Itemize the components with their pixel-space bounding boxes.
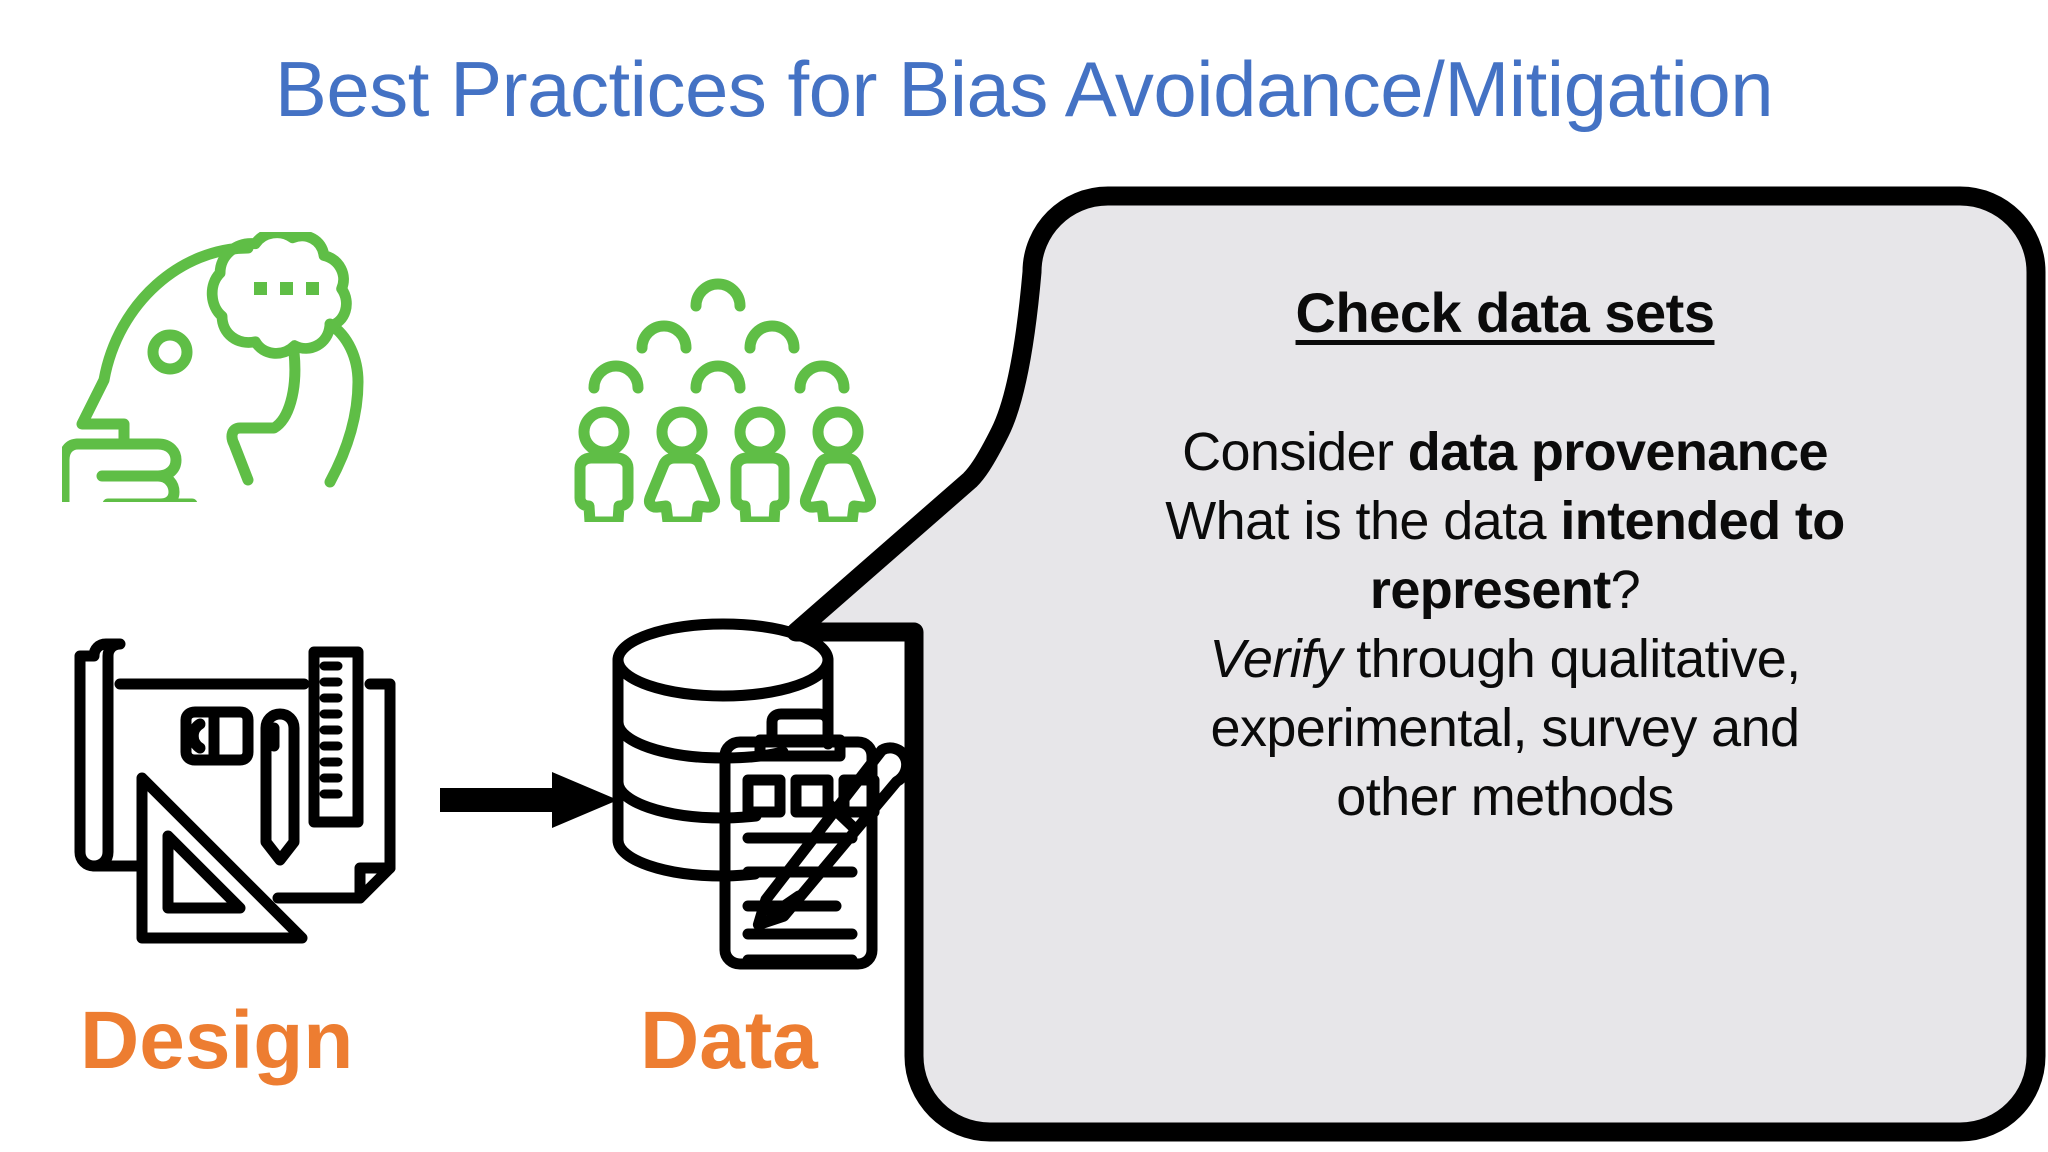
callout-line: Verify through qualitative, xyxy=(985,625,2025,694)
callout-line: What is the data intended to xyxy=(985,487,2025,556)
callout-text-run: Verify xyxy=(1209,628,1342,689)
callout-text-run: data provenance xyxy=(1407,421,1829,482)
callout-heading: Check data sets xyxy=(1295,281,1715,344)
stage-label-data: Data xyxy=(640,995,818,1086)
stage-label-design: Design xyxy=(80,995,354,1086)
callout-text-run: Consider xyxy=(1182,421,1408,482)
callout-line: represent? xyxy=(985,556,2025,625)
callout-text-run: other methods xyxy=(1336,767,1674,828)
callout-bubble xyxy=(770,180,2048,1152)
database-clipboard-icon xyxy=(600,612,950,972)
callout-text-run: through qualitative, xyxy=(1341,628,1801,689)
callout-line: other methods xyxy=(985,763,2025,832)
right-arrow-icon xyxy=(440,770,620,830)
callout-text-run: represent xyxy=(1369,559,1611,620)
blueprint-design-icon xyxy=(62,620,402,960)
callout-text-run: ? xyxy=(1610,559,1641,620)
callout-text-run: experimental, survey and xyxy=(1210,698,1801,759)
people-group-icon xyxy=(568,272,898,528)
callout-text-run: intended to xyxy=(1560,490,1845,551)
page-title: Best Practices for Bias Avoidance/Mitiga… xyxy=(274,45,1774,133)
callout-text-run: What is the data xyxy=(1165,490,1561,551)
callout-text-block: Check data sets Consider data provenance… xyxy=(985,238,2025,1128)
callout-line: experimental, survey and xyxy=(985,694,2025,763)
thinking-person-icon xyxy=(58,227,382,510)
callout-line: Consider data provenance xyxy=(985,418,2025,487)
